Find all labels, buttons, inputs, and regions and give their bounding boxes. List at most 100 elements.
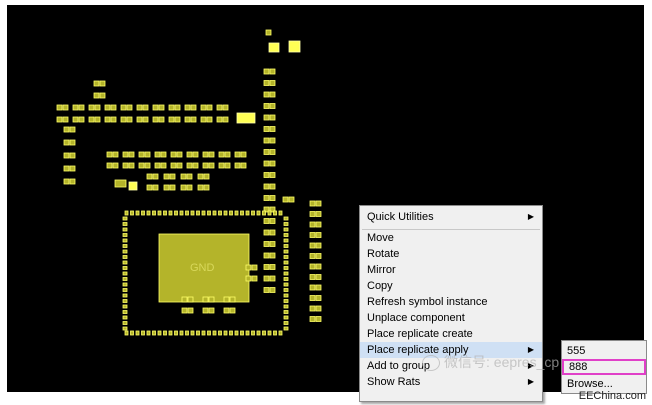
- pcb-layout[interactable]: [7, 5, 644, 392]
- pcb-pad: [203, 184, 210, 191]
- pcb-pad: [197, 184, 204, 191]
- pcb-pad: [72, 116, 79, 123]
- pcb-pad: [190, 116, 197, 123]
- pcb-pad: [309, 211, 316, 217]
- pcb-pad: [122, 151, 129, 158]
- watermark-text: 微信号: eepres_cp: [444, 354, 560, 370]
- pcb-pad: [122, 282, 128, 287]
- pcb-pad: [200, 116, 207, 123]
- pcb-pad: [265, 29, 272, 36]
- pcb-pad: [135, 330, 140, 336]
- pcb-pad: [196, 210, 200, 216]
- pcb-pad: [269, 172, 276, 178]
- pcb-pad: [187, 296, 194, 303]
- pcb-pad: [168, 104, 175, 111]
- pcb-pad: [263, 241, 270, 247]
- pcb-pad: [157, 210, 162, 216]
- menu-item-rotate[interactable]: Rotate: [360, 246, 542, 262]
- pcb-pad: [207, 210, 211, 216]
- pcb-pad: [263, 103, 270, 109]
- pcb-pad: [234, 162, 241, 169]
- pcb-pad: [263, 160, 270, 167]
- menu-item-show-rats[interactable]: Show Rats ▶: [360, 374, 542, 390]
- pcb-pad: [69, 126, 76, 133]
- pcb-pad: [141, 330, 145, 336]
- menu-item-quick-utilities[interactable]: Quick Utilities ▶: [360, 209, 542, 225]
- pcb-pad: [122, 216, 128, 221]
- pcb-pad: [186, 162, 193, 169]
- pcb-pad: [126, 104, 133, 111]
- pcb-pad: [122, 233, 128, 237]
- pcb-pad: [269, 80, 276, 86]
- menu-item-move[interactable]: Move: [360, 230, 542, 246]
- menu-item-add-to-group[interactable]: Add to group ▶: [360, 358, 542, 374]
- submenu-arrow-icon: ▶: [527, 345, 534, 354]
- menu-item-label: Add to group: [367, 360, 430, 372]
- pcb-pad: [283, 216, 289, 221]
- gnd-pad: [158, 233, 250, 303]
- pcb-pad: [138, 162, 145, 169]
- pcb-pad: [283, 255, 289, 259]
- pcb-pad: [128, 151, 135, 158]
- gnd-label: GND: [190, 262, 215, 274]
- menu-item-unplace-component[interactable]: Unplace component: [360, 310, 542, 326]
- menu-item-label: Mirror: [367, 264, 396, 276]
- pcb-pad: [169, 173, 176, 180]
- menu-item-refresh-symbol-instance[interactable]: Refresh symbol instance: [360, 294, 542, 310]
- pcb-pad: [223, 210, 228, 216]
- pcb-pad: [114, 179, 127, 188]
- pcb-pad: [124, 330, 129, 336]
- pcb-pad: [263, 68, 270, 75]
- pcb-pad: [124, 210, 129, 216]
- menu-item-label: Place replicate apply: [367, 344, 469, 356]
- pcb-pad: [146, 184, 153, 191]
- pcb-pad: [122, 266, 128, 270]
- pcb-pad: [283, 266, 289, 270]
- menu-item-copy[interactable]: Copy: [360, 278, 542, 294]
- pcb-pad: [263, 218, 270, 224]
- pcb-pad: [208, 151, 215, 158]
- pcb-pad: [224, 162, 231, 169]
- submenu-item-555[interactable]: 555: [562, 343, 646, 359]
- pcb-pad: [93, 92, 100, 99]
- pcb-pad: [263, 264, 270, 270]
- pcb-pad: [283, 227, 289, 232]
- pcb-pad: [263, 195, 270, 201]
- pcb-pad: [72, 104, 79, 111]
- wechat-icon: [422, 355, 440, 372]
- pcb-pad: [309, 221, 316, 228]
- pcb-pad: [223, 307, 230, 314]
- pcb-pad: [202, 296, 209, 303]
- pcb-pad: [267, 330, 272, 336]
- pcb-pad: [142, 116, 149, 123]
- menu-separator: [362, 229, 540, 230]
- submenu-item-browse[interactable]: Browse...: [562, 376, 646, 392]
- submenu-item-888[interactable]: 888: [562, 359, 646, 375]
- pcb-pad: [184, 116, 191, 123]
- pcb-pad: [186, 184, 193, 191]
- pcb-pad: [269, 241, 276, 247]
- pcb-pad: [309, 274, 316, 280]
- pcb-pad: [122, 244, 128, 248]
- pcb-pad: [154, 162, 161, 169]
- pcb-pad: [185, 210, 189, 216]
- pcb-pad: [283, 238, 289, 243]
- pcb-pad: [206, 116, 213, 123]
- pcb-pad: [269, 126, 276, 132]
- pcb-pad: [288, 196, 295, 203]
- pcb-canvas[interactable]: GND: [7, 5, 644, 392]
- pcb-pad: [122, 249, 128, 254]
- pcb-pad: [283, 260, 289, 265]
- pcb-pad: [126, 116, 133, 123]
- pcb-pad: [222, 104, 229, 111]
- pcb-pad: [88, 104, 95, 111]
- menu-item-place-replicate-apply[interactable]: Place replicate apply ▶: [360, 342, 542, 358]
- pcb-pad: [176, 151, 183, 158]
- pcb-pad: [88, 116, 95, 123]
- pcb-pad: [110, 104, 117, 111]
- menu-item-place-replicate-create[interactable]: Place replicate create: [360, 326, 542, 342]
- pcb-pad: [200, 104, 207, 111]
- pcb-pad: [263, 80, 270, 86]
- pcb-pad: [180, 184, 187, 191]
- menu-item-mirror[interactable]: Mirror: [360, 262, 542, 278]
